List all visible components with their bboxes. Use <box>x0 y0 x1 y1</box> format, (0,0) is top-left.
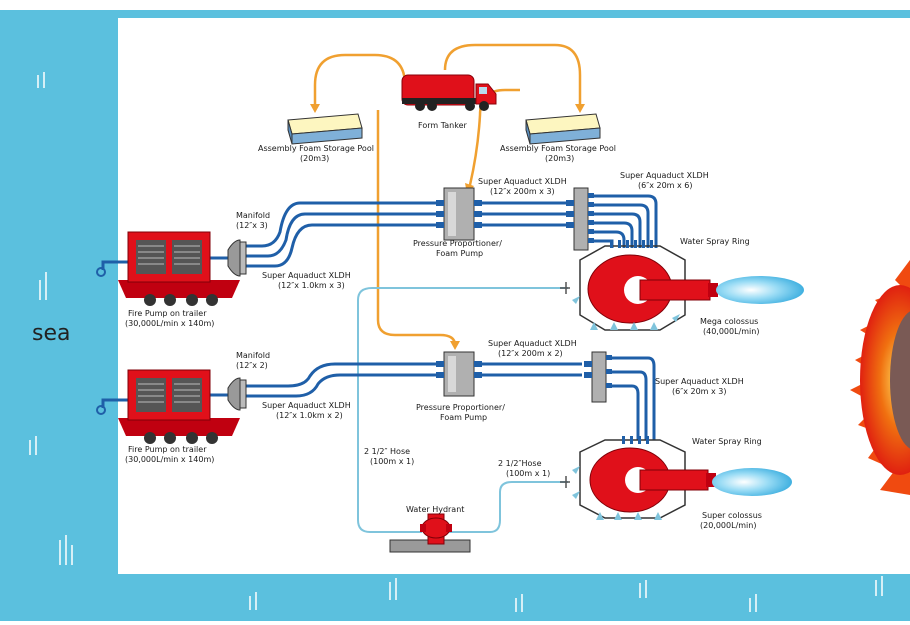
proportioner-bottom <box>436 351 482 397</box>
pump-bottom-spec: (30,000L/min x 140m) <box>125 455 214 464</box>
aqueduct-bottom-right-spec: (6″x 20m x 3) <box>672 387 726 396</box>
aqueduct-top-lower-spec: (12″x 1.0km x 3) <box>278 281 345 290</box>
hose-left-name: 2 1/2″ Hose <box>364 447 410 456</box>
aqueduct-top-mid-spec: (12″x 200m x 3) <box>490 187 555 196</box>
proportioner-top-line2: Foam Pump <box>436 249 483 258</box>
fire-icon <box>850 260 910 495</box>
hose-left-spec: (100m x 1) <box>370 457 414 466</box>
aqueduct-top-mid-name: Super Aquaduct XLDH <box>478 177 567 186</box>
manifold-top-name: Manifold <box>236 211 270 220</box>
proportioner-bottom-line1: Pressure Proportioner/ <box>416 403 505 412</box>
top-margin <box>0 0 910 10</box>
aqueduct-bottom-mid-spec: (12″x 200m x 2) <box>498 349 563 358</box>
distribution-manifold-top <box>566 187 594 251</box>
aqueduct-bottom-mid-name: Super Aquaduct XLDH <box>488 339 577 348</box>
hose-right-name: 2 1/2″Hose <box>498 459 542 468</box>
sea-wave-marks <box>29 68 897 612</box>
cannon-top-spec: (40,000L/min) <box>703 327 759 336</box>
proportioner-top <box>436 187 482 241</box>
foam-pool-left-name: Assembly Foam Storage Pool <box>258 144 374 153</box>
pump-intakes <box>96 267 106 415</box>
cannon-top <box>560 240 804 331</box>
spray-ring-bottom-label: Water Spray Ring <box>692 437 762 446</box>
manifold-top <box>227 239 247 277</box>
pump-top-spec: (30,000L/min x 140m) <box>125 319 214 328</box>
pump-top-name: Fire Pump on trailer <box>128 309 207 318</box>
foam-pool-right <box>525 113 601 145</box>
manifold-bottom <box>227 377 247 411</box>
water-pipes-bottom <box>101 356 656 440</box>
manifold-bottom-name: Manifold <box>236 351 270 360</box>
foam-pool-right-name: Assembly Foam Storage Pool <box>500 144 616 153</box>
cannon-bottom <box>560 436 792 520</box>
foam-pool-left-capacity: (20m3) <box>300 154 329 163</box>
aqueduct-bottom-lower-name: Super Aquaduct XLDH <box>262 401 351 410</box>
cannon-top-name: Mega colossus <box>700 317 758 326</box>
pump-bottom-name: Fire Pump on trailer <box>128 445 207 454</box>
sea-label: sea <box>32 321 70 346</box>
foam-pool-left <box>287 113 363 145</box>
aqueduct-top-lower-name: Super Aquaduct XLDH <box>262 271 351 280</box>
proportioner-top-line1: Pressure Proportioner/ <box>413 239 502 248</box>
fire-pump-bottom <box>118 369 240 444</box>
tanker-label: Form Tanker <box>418 121 468 130</box>
aqueduct-bottom-right-name: Super Aquaduct XLDH <box>655 377 744 386</box>
manifold-bottom-spec: (12″x 2) <box>236 361 268 370</box>
proportioner-bottom-line2: Foam Pump <box>440 413 487 422</box>
hose-right-spec: (100m x 1) <box>506 469 550 478</box>
hydrant-hose-lines <box>357 287 568 533</box>
aqueduct-top-right-name: Super Aquaduct XLDH <box>620 171 709 180</box>
aqueduct-bottom-lower-spec: (12″x 1.0km x 2) <box>276 411 343 420</box>
cannon-bottom-name: Super colossus <box>702 511 762 520</box>
water-hydrant <box>389 513 471 553</box>
fire-pump-top <box>118 231 240 306</box>
cannon-bottom-spec: (20,000L/min) <box>700 521 756 530</box>
spray-ring-top-label: Water Spray Ring <box>680 237 750 246</box>
hydrant-label: Water Hydrant <box>406 505 464 514</box>
distribution-manifold-bottom <box>584 351 612 403</box>
aqueduct-top-right-spec: (6″x 20m x 6) <box>638 181 692 190</box>
foam-pool-right-capacity: (20m3) <box>545 154 574 163</box>
manifold-top-spec: (12″x 3) <box>236 221 268 230</box>
foam-tanker <box>401 74 497 111</box>
foam-supply-lines <box>313 43 582 346</box>
